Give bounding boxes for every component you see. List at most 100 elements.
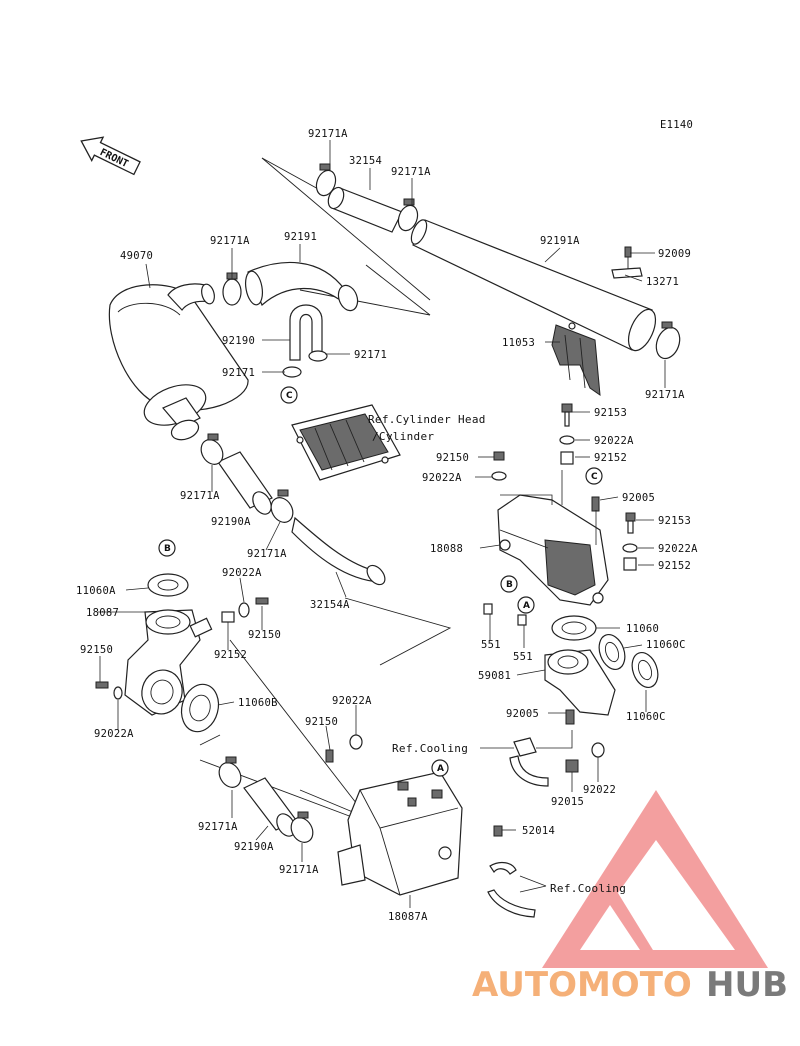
clamp-92171-a: [282, 366, 302, 378]
circle-ref-c-1-text: C: [286, 391, 293, 401]
hose-92190A-lower: [243, 777, 297, 837]
washer-92022A-f: [349, 734, 363, 750]
circle-ref-b-1-text: B: [164, 544, 171, 554]
chamber-18087A: [337, 771, 463, 896]
label-92171A-e: 92171A: [198, 821, 238, 833]
label-18087: 18087: [86, 607, 119, 619]
fitting-92005-a: [591, 496, 600, 512]
bolt-92153-b: [625, 512, 636, 534]
label-92171A-top: 92171A: [308, 128, 348, 140]
diagram-code: E1140: [660, 119, 693, 131]
hose-32154: [327, 186, 403, 233]
dowel-551-a: [483, 603, 493, 615]
label-551-b: 551: [513, 651, 533, 663]
dowel-551-b: [517, 614, 527, 626]
label-11060C-b: 11060C: [626, 711, 666, 723]
circle-ref-c-1: C: [280, 386, 298, 404]
label-92191A: 92191A: [540, 235, 580, 247]
clamp-92171A-f: [290, 811, 314, 843]
label-11060: 11060: [626, 623, 659, 635]
label-52014: 52014: [522, 825, 555, 837]
washer-92022: [591, 742, 605, 758]
collar-92152-b: [623, 557, 637, 571]
fitting-92005-b: [565, 709, 575, 725]
clamp-92171A-e: [218, 756, 242, 788]
clamp-92171A-c: [200, 433, 224, 465]
label-92005-a: 92005: [622, 492, 655, 504]
label-92009: 92009: [658, 248, 691, 260]
watermark-logo: [542, 790, 768, 968]
elbow-18087: [124, 609, 213, 716]
label-92171A-c: 92171A: [180, 490, 220, 502]
bracket-11053: [551, 322, 601, 397]
label-92022A-e: 92022A: [332, 695, 372, 707]
circle-ref-b-1: B: [158, 539, 176, 557]
circle-ref-a-1-text: A: [523, 601, 530, 611]
label-92190A-b: 92190A: [234, 841, 274, 853]
washer-92022A-a: [559, 435, 575, 445]
label-92153-b: 92153: [658, 515, 691, 527]
pipe-59081: [544, 649, 616, 716]
label-11060C-a: 11060C: [646, 639, 686, 651]
collar-92152-c: [221, 611, 235, 623]
watermark-triangle-cut2: [580, 905, 640, 950]
gasket-11060B: [180, 683, 220, 733]
label-92152-a: 92152: [594, 452, 627, 464]
label-92150-b: 92150: [248, 629, 281, 641]
cooling-hose-lower: [487, 861, 536, 918]
ref-cooling-upper: Ref.Cooling: [392, 742, 468, 755]
hose-92190A-upper: [217, 451, 273, 515]
muffler-49070: [108, 283, 249, 441]
bolt-92150-b: [255, 597, 269, 605]
part-labels: 92171A 32154 92171A 92171A 92191 49070 9…: [76, 128, 698, 923]
label-92022A-d: 92022A: [222, 567, 262, 579]
label-92190A-a: 92190A: [211, 516, 251, 528]
label-92022: 92022: [583, 784, 616, 796]
hose-92191A: [410, 219, 657, 352]
gasket-11060C-a: [598, 633, 626, 671]
manifold-18088: [497, 494, 609, 606]
watermark-text: AUTOMOTO HUB: [472, 965, 788, 1005]
label-49070: 49070: [120, 250, 153, 262]
label-92022A-c: 92022A: [658, 543, 698, 555]
label-92171-b: 92171: [222, 367, 255, 379]
ref-cylinder-head-line2: /Cylinder: [372, 430, 434, 443]
bolt-92150-left: [95, 681, 109, 689]
bolt-92150-d: [325, 749, 334, 763]
label-32154: 32154: [349, 155, 382, 167]
label-18088: 18088: [430, 543, 463, 555]
label-92022A-b: 92022A: [422, 472, 462, 484]
label-92171A-right: 92171A: [645, 389, 685, 401]
gasket-11060: [551, 615, 597, 641]
label-92171A-top2: 92171A: [391, 166, 431, 178]
hose-32154A: [291, 516, 386, 586]
fitting-92015: [565, 759, 579, 773]
label-11053: 11053: [502, 337, 535, 349]
label-92190: 92190: [222, 335, 255, 347]
bolt-92153-a: [561, 403, 573, 427]
ref-cylinder-head-line1: Ref.Cylinder Head: [368, 413, 486, 426]
label-92015: 92015: [551, 796, 584, 808]
cooling-hose-upper: [509, 737, 549, 787]
label-92171-a: 92171: [354, 349, 387, 361]
leader-lines: [98, 140, 666, 908]
hose-92191: [244, 262, 359, 312]
label-92191: 92191: [284, 231, 317, 243]
label-92150-c: 92150: [80, 644, 113, 656]
washer-92022A-c: [622, 543, 638, 553]
clamp-92171A-top-right: [397, 198, 419, 232]
label-92152-b: 92152: [658, 560, 691, 572]
gasket-11060C-b: [631, 651, 659, 689]
circle-ref-a-2: A: [431, 759, 449, 777]
circle-ref-a-2-text: A: [437, 764, 444, 774]
label-551-a: 551: [481, 639, 501, 651]
label-32154A: 32154A: [310, 599, 350, 611]
clamp-92171-b: [308, 350, 328, 362]
cylinder-head-ref: [291, 404, 401, 481]
label-92171A-f: 92171A: [279, 864, 319, 876]
clamp-92171A-right: [655, 321, 681, 360]
ref-cooling-lower: Ref.Cooling: [550, 882, 626, 895]
circle-ref-c-2: C: [585, 467, 603, 485]
bolt-92150-a: [493, 451, 505, 461]
